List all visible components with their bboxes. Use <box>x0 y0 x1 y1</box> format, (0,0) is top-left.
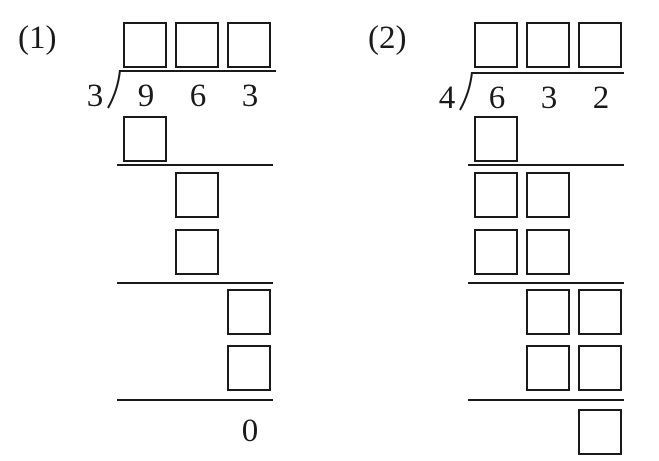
quotient-box-hundreds[interactable] <box>123 22 167 68</box>
step2-remainder-box-tens[interactable] <box>474 172 518 218</box>
dividend-digit-hundreds: 6 <box>488 80 506 116</box>
step2-product-box-tens[interactable] <box>474 229 518 275</box>
division-bracket <box>459 72 473 111</box>
step2-product-box-ones[interactable] <box>526 229 570 275</box>
step2-remainder-box-ones[interactable] <box>526 172 570 218</box>
dividend-digit-tens: 6 <box>189 78 207 114</box>
dividend-digit-hundreds: 9 <box>137 78 155 114</box>
quotient-box-tens[interactable] <box>526 22 570 68</box>
dividend-digit-ones: 2 <box>592 80 610 116</box>
subtraction-line-1 <box>468 164 624 166</box>
subtraction-line-3 <box>117 399 273 401</box>
division-bracket <box>107 70 121 109</box>
step2-product-box[interactable] <box>175 229 219 275</box>
divisor: 4 <box>438 80 456 116</box>
step3-product-box-tens[interactable] <box>526 345 570 391</box>
division-bar <box>120 70 276 72</box>
subtraction-line-2 <box>117 282 273 284</box>
step1-product-box[interactable] <box>474 116 518 162</box>
step3-remainder-box[interactable] <box>227 289 271 335</box>
divisor: 3 <box>86 78 104 114</box>
quotient-box-tens[interactable] <box>175 22 219 68</box>
subtraction-line-3 <box>468 399 624 401</box>
final-remainder: 0 <box>241 413 259 449</box>
quotient-box-ones[interactable] <box>578 22 622 68</box>
quotient-box-hundreds[interactable] <box>474 22 518 68</box>
subtraction-line-2 <box>468 282 624 284</box>
step3-product-box-ones[interactable] <box>578 345 622 391</box>
step3-remainder-box-tens[interactable] <box>526 289 570 335</box>
step2-remainder-box[interactable] <box>175 172 219 218</box>
problem-label: (1) <box>18 20 57 56</box>
dividend-digit-tens: 3 <box>540 80 558 116</box>
division-bar <box>472 72 624 74</box>
problem-label: (2) <box>368 20 407 56</box>
dividend-digit-ones: 3 <box>241 78 259 114</box>
subtraction-line-1 <box>117 164 273 166</box>
final-remainder-box[interactable] <box>578 409 622 455</box>
step3-product-box[interactable] <box>227 345 271 391</box>
quotient-box-ones[interactable] <box>227 22 271 68</box>
step1-product-box[interactable] <box>123 116 167 162</box>
step3-remainder-box-ones[interactable] <box>578 289 622 335</box>
